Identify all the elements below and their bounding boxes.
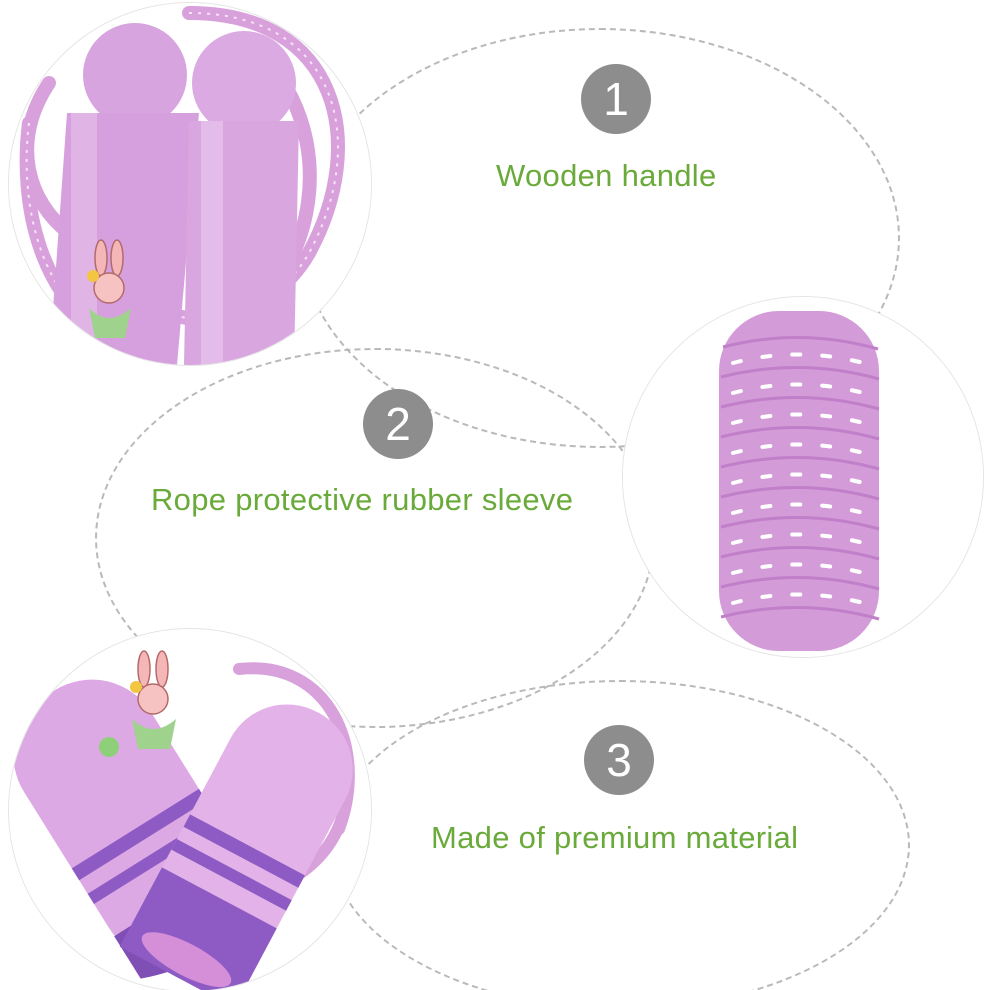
feature-label-1: Wooden handle xyxy=(496,158,717,193)
bunny-decal xyxy=(87,239,131,338)
rope-photo xyxy=(622,296,984,658)
feature-number-badge-2: 2 xyxy=(363,389,433,459)
coiled-rope-image xyxy=(623,297,983,657)
handle-ends-image xyxy=(9,629,371,990)
material-photo xyxy=(8,628,372,990)
feature-number-badge-3: 3 xyxy=(584,725,654,795)
bunny-decal xyxy=(99,650,176,757)
wooden-handles-image xyxy=(9,3,371,365)
feature-label-2: Rope protective rubber sleeve xyxy=(151,482,574,517)
rope-coils xyxy=(719,311,880,651)
feature-label-3: Made of premium material xyxy=(431,820,799,855)
feature-number-badge-1: 1 xyxy=(581,64,651,134)
handle-photo xyxy=(8,2,372,366)
